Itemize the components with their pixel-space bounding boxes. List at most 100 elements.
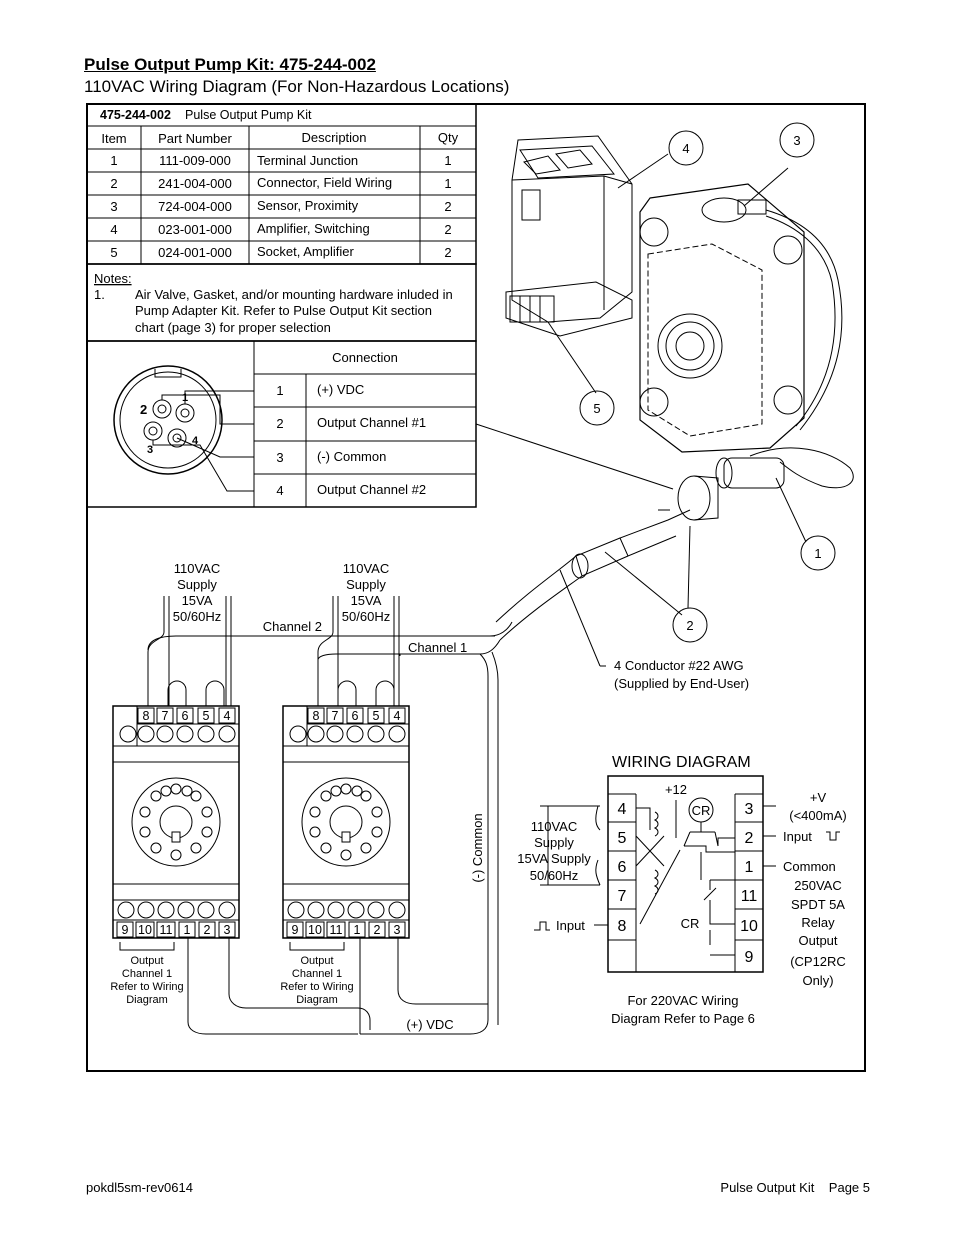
output-note-line: Refer to Wiring xyxy=(280,981,353,993)
wd-plus12: +12 xyxy=(665,782,687,797)
table-cell: 3 xyxy=(110,199,117,214)
supply-line: 110VAC xyxy=(343,561,390,576)
table-cell: 111-009-000 xyxy=(159,153,231,168)
wd-terminal: 10 xyxy=(740,918,758,935)
table-cell: 023-001-000 xyxy=(158,222,232,237)
wd-terminal: 8 xyxy=(618,918,627,935)
col-description: Description xyxy=(301,130,366,145)
connector-pinout-icon: 2 1 3 4 xyxy=(113,365,674,492)
field-connector-drawing xyxy=(495,475,719,667)
wd-note: Diagram Refer to Page 6 xyxy=(611,1011,755,1026)
wd-right-label: Input xyxy=(783,829,812,844)
wd-cr-coil: CR xyxy=(692,803,711,818)
terminal-label: 1 xyxy=(184,923,191,937)
terminal-label: 5 xyxy=(373,709,380,723)
channel-1-label: Channel 1 xyxy=(408,640,467,655)
wd-terminal: 11 xyxy=(741,888,758,905)
terminal-label: 9 xyxy=(292,923,299,937)
parts-table-caption-id: 475-244-002 xyxy=(100,108,171,122)
supply-line: 15VA xyxy=(351,593,382,608)
table-cell: Terminal Junction xyxy=(257,153,358,168)
vdc-label: (+) VDC xyxy=(406,1017,453,1032)
callout-1: 1 xyxy=(814,546,821,561)
output-note-line: Diagram xyxy=(126,994,168,1006)
supply-line: 15VA xyxy=(182,593,213,608)
table-cell: 1 xyxy=(276,383,283,398)
wiring-diagram-title: WIRING DIAGRAM xyxy=(612,754,751,771)
callout-3: 3 xyxy=(793,133,800,148)
page-title: Pulse Output Pump Kit: 475-244-002 xyxy=(84,55,376,74)
note-number: 1. xyxy=(94,287,105,302)
connection-table: Connection 1 (+) VDC 2 Output Channel #1… xyxy=(86,340,477,508)
terminal-label: 4 xyxy=(224,709,231,723)
table-cell: (+) VDC xyxy=(317,382,364,397)
relay-module-right: 8 7 6 5 4 9 10 11 1 2 3 Output Channel 1… xyxy=(280,705,410,1006)
table-cell: 024-001-000 xyxy=(158,245,232,260)
parts-table: 475-244-002 Pulse Output Pump Kit Item P… xyxy=(86,103,477,265)
output-note-line: Channel 1 xyxy=(292,968,342,980)
table-cell: 4 xyxy=(110,222,117,237)
cable-runs: Channel 2 Channel 1 (-) Common (+) VDC xyxy=(147,619,513,1035)
table-cell: 724-004-000 xyxy=(158,199,232,214)
terminal-label: 2 xyxy=(204,923,211,937)
conductor-line: 4 Conductor #22 AWG xyxy=(614,658,744,673)
wiring-schematic: WIRING DIAGRAM 4 5 6 7 8 3 2 1 11 10 9 +… xyxy=(517,754,846,1026)
callouts: 4 3 5 1 2 xyxy=(579,122,836,643)
note-line: Pump Adapter Kit. Refer to Pulse Output … xyxy=(135,303,432,318)
wd-terminal: 2 xyxy=(745,830,754,847)
supply-label-left: 110VAC Supply 15VA 50/60Hz xyxy=(173,561,221,624)
output-note-line: Channel 1 xyxy=(122,968,172,980)
table-cell: Amplifier, Switching xyxy=(257,221,370,236)
wd-terminal: 3 xyxy=(745,801,754,818)
wd-terminal: 6 xyxy=(618,859,627,876)
wd-relay-label: SPDT 5A xyxy=(791,897,845,912)
wd-terminal: 1 xyxy=(745,859,754,876)
supply-label-right: 110VAC Supply 15VA 50/60Hz xyxy=(342,561,390,624)
wd-cr-contact: CR xyxy=(681,916,700,931)
supply-line: Supply xyxy=(177,577,217,592)
terminal-label: 8 xyxy=(143,709,150,723)
footer-page: Pulse Output Kit Page 5 xyxy=(720,1180,870,1195)
table-cell: 2 xyxy=(276,416,283,431)
wd-supply-line: Supply xyxy=(534,835,574,850)
wd-terminal: 5 xyxy=(618,830,627,847)
output-note-line: Output xyxy=(130,955,163,967)
terminal-label: 1 xyxy=(354,923,361,937)
wd-relay-label: Only) xyxy=(802,973,833,988)
supply-line: 50/60Hz xyxy=(342,609,390,624)
wd-note: For 220VAC Wiring xyxy=(627,993,738,1008)
supply-line: 110VAC xyxy=(174,561,221,576)
table-cell: Connector, Field Wiring xyxy=(257,175,392,190)
footer-doc-id: pokdl5sm-rev0614 xyxy=(86,1180,193,1195)
table-cell: Output Channel #2 xyxy=(317,482,426,497)
terminal-label: 11 xyxy=(330,923,343,937)
amplifier-drawing xyxy=(505,135,669,394)
output-note-line: Refer to Wiring xyxy=(110,981,183,993)
terminal-label: 7 xyxy=(162,709,169,723)
output-note-line: Output xyxy=(300,955,333,967)
terminal-label: 6 xyxy=(352,709,359,723)
terminal-label: 3 xyxy=(394,923,401,937)
terminal-label: 8 xyxy=(313,709,320,723)
col-qty: Qty xyxy=(438,130,459,145)
table-cell: 2 xyxy=(444,245,451,260)
terminal-label: 7 xyxy=(332,709,339,723)
supply-line: 50/60Hz xyxy=(173,609,221,624)
note-line: Air Valve, Gasket, and/or mounting hardw… xyxy=(135,287,453,302)
table-cell: 1 xyxy=(444,176,451,191)
table-cell: 2 xyxy=(444,222,451,237)
terminal-label: 10 xyxy=(308,923,322,937)
terminal-label: 5 xyxy=(203,709,210,723)
notes-block: Notes: 1. Air Valve, Gasket, and/or moun… xyxy=(86,263,477,342)
note-line: chart (page 3) for proper selection xyxy=(135,320,331,335)
table-cell: 2 xyxy=(110,176,117,191)
table-cell: 2 xyxy=(444,199,451,214)
terminal-label: 11 xyxy=(160,923,173,937)
terminal-label: 6 xyxy=(182,709,189,723)
table-cell: (-) Common xyxy=(317,449,386,464)
conductor-line: (Supplied by End-User) xyxy=(614,676,749,691)
col-item: Item xyxy=(101,131,126,146)
supply-line: Supply xyxy=(346,577,386,592)
wd-input-left: Input xyxy=(556,918,585,933)
